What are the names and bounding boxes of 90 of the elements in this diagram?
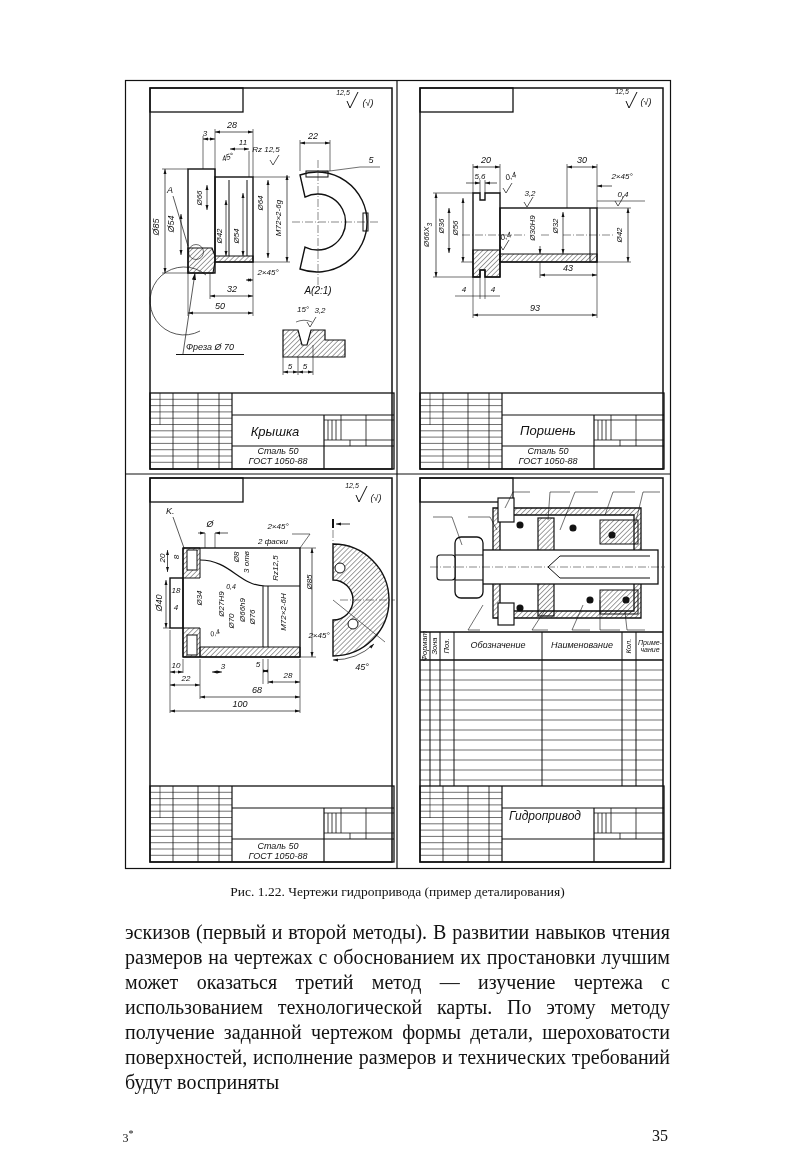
dimension-label: 8 <box>172 554 182 560</box>
roughness-value: Rz12,5 <box>271 555 281 581</box>
dimension-label: 5 <box>368 156 374 166</box>
leader-label: K. <box>166 506 180 517</box>
dimension-label: Ø85 <box>152 218 162 236</box>
dimension-label: 10 <box>171 661 181 671</box>
material-label: Сталь 50 <box>257 842 299 852</box>
dimension-label: Ø34 <box>195 590 205 606</box>
dimension-label: M72×2-6g <box>274 199 284 237</box>
leader-label: Фреза Ø 70 <box>176 342 244 355</box>
roughness-value: (√) <box>362 99 374 109</box>
page-number: 3$^{*}$ <box>122 1128 134 1144</box>
title-block-name: Поршень <box>520 424 576 438</box>
dimension-label: 30 <box>577 156 587 166</box>
dimension-label: Ø64 <box>256 195 266 211</box>
dimension-label: Ø54 <box>167 215 177 233</box>
dimension-label: 2×45° <box>308 631 330 641</box>
table-header-text: Обозначение <box>470 641 526 651</box>
dimension-label: 50 <box>215 302 225 312</box>
dimension-label: 45° <box>355 663 369 673</box>
material-label: Сталь 50 <box>257 447 299 457</box>
dimension-label: 11 <box>238 138 248 148</box>
roughness-value: (√) <box>640 98 652 108</box>
figure-caption: Рис. 1.22. Чертежи гидропривода (пример деталирования) <box>229 884 566 901</box>
dimension-label: Ø70 <box>227 613 237 629</box>
dimension-label: Ø30H9 <box>528 215 538 241</box>
dimension-label: 5 <box>287 362 293 372</box>
dimension-label: Ø40 <box>155 594 165 612</box>
dimension-label: 28 <box>283 671 293 681</box>
dimension-label: 5 <box>255 660 261 670</box>
dimension-label: 18 <box>171 586 181 596</box>
body-paragraph: эскизов (первый и второй методы). В развитии навыков чтения размеров на чертежах с обоснованием их простановки лучшим может оказаться третий метод — изучение чертежа с использованием технологической карты. По этому методу получение заданной чертежом формы детали, шероховатости поверхностей, исполнение размеров и технических требований будут восприняты <box>125 920 670 1095</box>
title-block-name: Крышка <box>250 425 300 439</box>
dimension-label: Ø54 <box>232 228 242 244</box>
roughness-value: 0,4 <box>617 190 629 200</box>
dimension-label: Ø42 <box>215 228 225 244</box>
dimension-label: Ø56 <box>451 220 461 236</box>
dimension-label: Ø85 <box>305 574 315 590</box>
table-header-text: Наименование <box>550 641 614 651</box>
dimension-label: Ø32 <box>551 218 561 234</box>
roughness-value: 0,4 <box>499 231 513 243</box>
dimension-label: 22 <box>181 674 191 684</box>
dimension-label: Ø42 <box>615 227 625 243</box>
dimension-label: 100 <box>232 700 248 710</box>
dimension-label: 3 <box>202 129 208 139</box>
roughness-value: Rz 12,5 <box>252 145 280 155</box>
note-label: 3 отв <box>242 551 252 573</box>
dimension-label: Ø76 <box>248 609 258 625</box>
dimension-label: 45° <box>220 152 236 164</box>
dimension-label: Ø66h9 <box>238 598 248 622</box>
roughness-value: 0,4 <box>504 171 518 183</box>
housing-section-drawing <box>169 547 301 658</box>
dimension-label: 28 <box>227 121 237 131</box>
dimension-label: 4 <box>461 285 467 295</box>
dimension-label: 2×45° <box>257 268 279 278</box>
material-label: ГОСТ 1050-88 <box>248 457 308 467</box>
dimension-label: Ø36 <box>437 218 447 234</box>
dimension-label: 2×45° <box>267 522 289 532</box>
dimension-label: 4 <box>490 285 496 295</box>
dimension-label: 68 <box>252 686 262 696</box>
view-label: A(2:1) <box>304 285 332 297</box>
material-label: ГОСТ 1050-88 <box>518 457 578 467</box>
dimension-label: 5,6 <box>474 172 486 182</box>
dimension-label: Ø8 <box>232 551 242 563</box>
dimension-label: 20 <box>481 156 491 166</box>
dimension-label: 15° <box>296 305 310 315</box>
dimension-label: 32 <box>227 285 237 295</box>
dimension-label: 5 <box>302 362 308 372</box>
material-label: Сталь 50 <box>527 447 569 457</box>
dimension-label: 4 <box>173 603 179 613</box>
roughness-value: (√) <box>370 494 382 504</box>
dimension-label: 2×45° <box>611 172 633 182</box>
leader-label: A <box>167 185 177 196</box>
cover-section-drawing <box>187 168 254 274</box>
roughness-value: 3,2 <box>524 189 536 199</box>
leader-line <box>172 516 185 549</box>
dimension-label: Ø27H9 <box>217 591 227 617</box>
dimension-label: 3 <box>220 662 226 672</box>
dimension-label: Ø <box>206 520 214 530</box>
dimension-label: M72×2-6H <box>279 593 289 631</box>
dimension-label: Ø66 <box>195 190 205 206</box>
roughness-value: 3,2 <box>314 306 326 316</box>
title-block-name: Гидропривод <box>509 809 581 823</box>
dimension-label: 20 <box>158 553 168 563</box>
material-label: ГОСТ 1050-88 <box>248 852 308 862</box>
page-number: 35 <box>652 1128 668 1144</box>
leader-line <box>172 195 189 247</box>
dimension-label: 93 <box>530 304 540 314</box>
dimension-label: 22 <box>308 132 318 142</box>
dimension-label: 43 <box>563 264 573 274</box>
